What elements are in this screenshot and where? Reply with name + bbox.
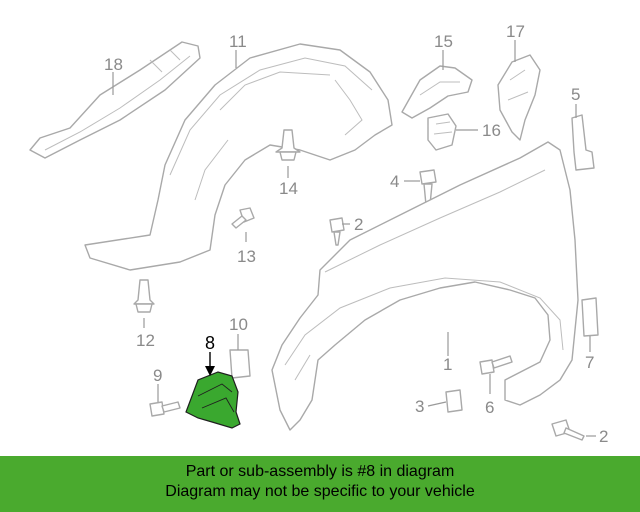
part-15-bracket[interactable] <box>401 65 473 119</box>
callout-2-lower: 2 <box>599 427 608 446</box>
callout-13: 13 <box>237 247 256 266</box>
leader-8-highlighted <box>205 352 215 376</box>
callout-10: 10 <box>229 315 248 334</box>
callout-12: 12 <box>136 331 155 350</box>
callout-9: 9 <box>153 366 162 385</box>
callout-14: 14 <box>279 179 298 198</box>
part-13-bolt[interactable] <box>231 207 255 229</box>
part-14-push-clip[interactable] <box>275 129 301 161</box>
part-10-clip[interactable] <box>229 349 251 379</box>
part-11-fender-liner[interactable] <box>84 43 393 271</box>
leader-lines <box>112 40 596 437</box>
part-2-upper-bolt[interactable] <box>329 217 345 246</box>
part-12-push-clip[interactable] <box>133 279 155 313</box>
callout-7: 7 <box>585 353 594 372</box>
callout-17: 17 <box>506 22 525 41</box>
banner-line-2: Diagram may not be specific to your vehi… <box>165 483 475 500</box>
callout-5: 5 <box>571 85 580 104</box>
callout-8: 8 <box>205 333 215 353</box>
callout-18: 18 <box>104 55 123 74</box>
part-18-rail-bracket[interactable] <box>29 41 201 159</box>
part-2-lower-bolt[interactable] <box>551 419 585 441</box>
callout-16: 16 <box>482 121 501 140</box>
part-1-fender[interactable] <box>271 141 579 431</box>
part-16-clip[interactable] <box>427 113 457 151</box>
part-7-clip[interactable] <box>581 297 599 337</box>
callout-3: 3 <box>415 397 424 416</box>
part-3-clip[interactable] <box>445 389 463 413</box>
parts-diagram: 11 18 15 17 16 5 4 14 2 13 12 10 8 9 1 7… <box>29 22 608 446</box>
part-17-bracket[interactable] <box>497 54 541 141</box>
callout-11: 11 <box>229 32 247 51</box>
callout-4: 4 <box>390 172 399 191</box>
callout-6: 6 <box>485 398 494 417</box>
part-6-bolt[interactable] <box>479 355 513 375</box>
part-5-bracket[interactable] <box>571 114 595 171</box>
part-8-shield-highlighted[interactable] <box>185 371 241 429</box>
callout-2-upper: 2 <box>354 215 363 234</box>
part-4-bolt[interactable] <box>419 169 437 206</box>
callout-1: 1 <box>443 355 452 374</box>
banner-line-1: Part or sub-assembly is #8 in diagram <box>185 463 455 480</box>
part-9-bolt[interactable] <box>149 401 181 417</box>
callout-15: 15 <box>434 32 453 51</box>
info-banner: Part or sub-assembly is #8 in diagram Di… <box>0 456 640 512</box>
callout-labels: 11 18 15 17 16 5 4 14 2 13 12 10 8 9 1 7… <box>104 22 608 446</box>
